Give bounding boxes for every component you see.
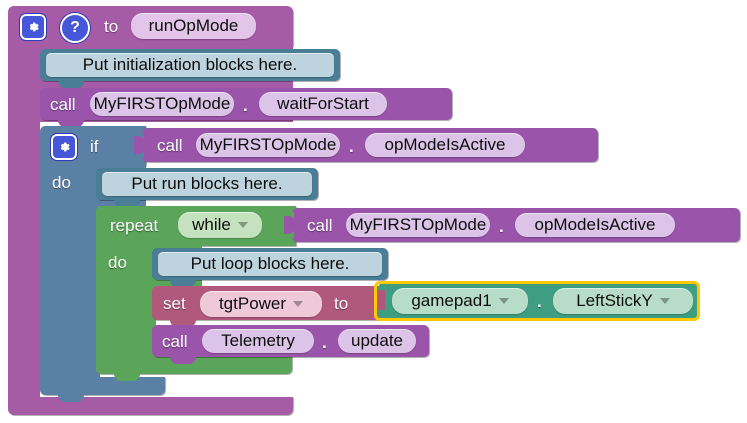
gamepad-separator: . (537, 292, 542, 311)
chevron-down-icon (237, 222, 248, 228)
set-variable-notch (170, 319, 196, 327)
gear-icon[interactable] (19, 13, 47, 41)
chevron-down-icon (293, 301, 304, 307)
chevron-down-icon (659, 298, 670, 304)
run-comment-text[interactable]: Put run blocks here. (102, 172, 312, 196)
repeat-bottom-bar (96, 356, 292, 374)
if-condition-separator: . (349, 137, 354, 156)
call-waitforstart-object[interactable]: MyFIRSTOpMode (90, 92, 234, 116)
if-condition-method[interactable]: opModeIsActive (365, 133, 525, 157)
set-label: set (163, 294, 186, 313)
if-condition-socket-notch (134, 136, 146, 154)
call-waitforstart-call-label: call (50, 95, 76, 114)
if-condition-object[interactable]: MyFIRSTOpMode (196, 133, 340, 157)
if-condition-call-label: call (157, 136, 183, 155)
call-telemetry-call-label: call (162, 332, 188, 351)
repeat-condition-separator: . (499, 217, 504, 236)
init-comment-text[interactable]: Put initialization blocks here. (46, 53, 334, 77)
procedure-to-label: to (104, 17, 119, 36)
call-waitforstart-notch (58, 119, 84, 127)
call-telemetry-separator: . (322, 333, 327, 352)
call-waitforstart-method[interactable]: waitForStart (259, 92, 387, 116)
help-icon-glyph: ? (70, 19, 80, 36)
if-bottom-bar (40, 377, 165, 395)
call-telemetry-notch (170, 356, 196, 364)
gamepad-device-value: gamepad1 (411, 291, 492, 310)
gamepad-property-dropdown[interactable]: LeftStickY (553, 288, 693, 314)
repeat-label: repeat (110, 216, 159, 235)
loop-comment-text[interactable]: Put loop blocks here. (158, 252, 382, 276)
loop-comment-notch (170, 279, 196, 287)
set-to-label: to (334, 294, 349, 313)
call-telemetry-object[interactable]: Telemetry (202, 329, 314, 353)
repeat-condition-method[interactable]: opModeIsActive (515, 213, 675, 237)
gamepad-socket-notch (372, 290, 385, 310)
if-label: if (90, 137, 99, 156)
repeat-mode-dropdown[interactable]: while (178, 212, 262, 238)
repeat-bottom-notch (114, 373, 140, 381)
set-variable-value: tgtPower (218, 294, 287, 313)
procedure-name-field[interactable]: runOpMode (131, 13, 256, 39)
repeat-left-spine (96, 244, 156, 358)
repeat-condition-call-label: call (307, 216, 333, 235)
repeat-do-label: do (108, 253, 127, 272)
init-comment-notch (58, 80, 84, 88)
set-variable-dropdown[interactable]: tgtPower (200, 291, 322, 317)
chevron-down-icon (498, 298, 509, 304)
call-telemetry-method[interactable]: update (338, 329, 416, 353)
call-waitforstart-separator: . (243, 96, 248, 115)
if-left-spine (40, 164, 100, 379)
repeat-condition-object[interactable]: MyFIRSTOpMode (346, 213, 490, 237)
repeat-mode-value: while (192, 215, 231, 234)
help-icon[interactable]: ? (60, 13, 90, 43)
if-gear-icon[interactable] (50, 133, 78, 161)
gamepad-property-value: LeftStickY (576, 291, 653, 310)
if-bottom-notch (58, 394, 84, 402)
run-comment-notch (114, 199, 140, 207)
if-do-label: do (52, 173, 71, 192)
procedure-left-spine (8, 44, 40, 401)
repeat-condition-socket-notch (284, 216, 296, 234)
procedure-bottom-bar (8, 397, 293, 415)
gamepad-device-dropdown[interactable]: gamepad1 (392, 288, 528, 314)
